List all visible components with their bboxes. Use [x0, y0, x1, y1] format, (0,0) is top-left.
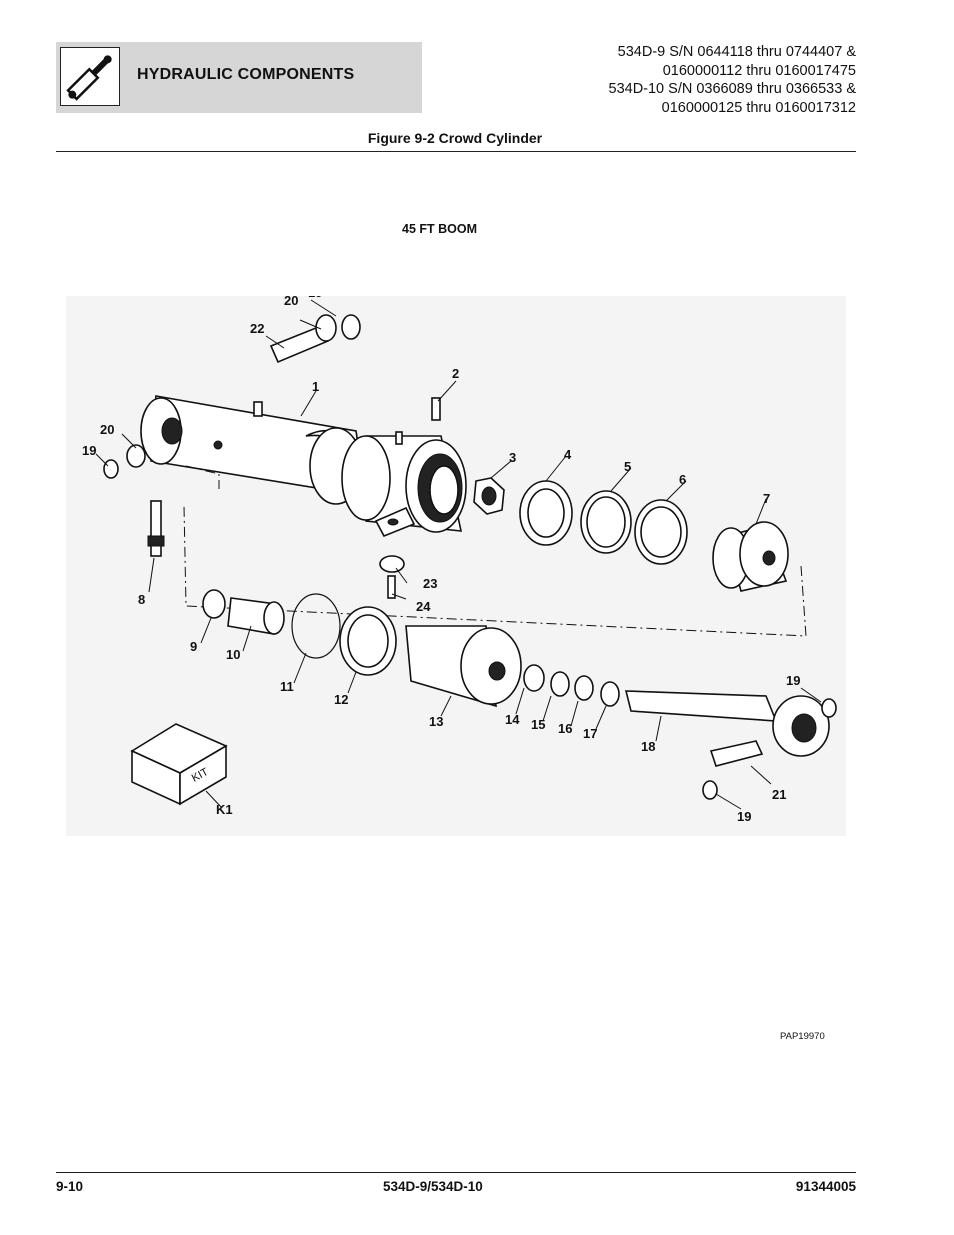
hydraulic-cylinder-icon: [60, 47, 120, 106]
footer-divider: [56, 1172, 856, 1173]
callout-17: 17: [583, 726, 597, 741]
callout-4: 4: [564, 447, 572, 462]
callout-19-top: 19: [308, 296, 322, 300]
callout-5: 5: [624, 459, 631, 474]
callout-7: 7: [763, 491, 770, 506]
serial-line: 0160000112 thru 0160017475: [662, 62, 856, 79]
callout-1: 1: [312, 379, 319, 394]
piston-part: [712, 521, 789, 592]
kit-box-part: KIT: [130, 723, 228, 806]
crowd-cylinder-exploded-diagram: KIT 19 20 22 1 2 20 19 3 4 5 6 7 8 23 24…: [66, 296, 846, 836]
callout-13: 13: [429, 714, 443, 729]
callout-21: 21: [772, 787, 786, 802]
callout-2: 2: [452, 366, 459, 381]
page-number: 9-10: [56, 1179, 84, 1194]
callout-19-right: 19: [786, 673, 800, 688]
document-number: 91344005: [795, 1179, 856, 1194]
callout-8: 8: [138, 592, 145, 607]
callout-12: 12: [334, 692, 348, 707]
callout-19-left: 19: [82, 443, 96, 458]
model-number: 534D-9/534D-10: [383, 1179, 483, 1194]
callout-22: 22: [250, 321, 264, 336]
serial-number-block: 534D-9 S/N 0644118 thru 0744407 & 016000…: [609, 43, 857, 117]
callout-6: 6: [679, 472, 686, 487]
callout-14: 14: [505, 712, 520, 727]
callout-19-bottom: 19: [737, 809, 751, 824]
serial-line: 0160000125 thru 0160017312: [661, 99, 856, 116]
callout-9: 9: [190, 639, 197, 654]
callout-10: 10: [226, 647, 240, 662]
figure-subtitle: 45 FT BOOM: [402, 222, 478, 236]
callout-15: 15: [531, 717, 545, 732]
serial-line: 534D-10 S/N 0366089 thru 0366533 &: [608, 81, 857, 97]
cylinder-head-part: [341, 397, 467, 538]
callout-3: 3: [509, 450, 516, 465]
header-divider: [56, 151, 856, 152]
callout-11: 11: [280, 679, 294, 694]
callout-20-top: 20: [284, 296, 298, 308]
section-title: HYDRAULIC COMPONENTS: [137, 66, 355, 83]
callout-20-left: 20: [100, 422, 114, 437]
callout-24: 24: [416, 599, 431, 614]
figure-reference-code: PAP19970: [780, 1031, 825, 1042]
callout-23: 23: [423, 576, 437, 591]
figure-title: Figure 9-2 Crowd Cylinder: [367, 130, 543, 146]
callout-16: 16: [558, 721, 572, 736]
callout-18: 18: [641, 739, 655, 754]
callout-k1: K1: [216, 802, 233, 817]
serial-line: 534D-9 S/N 0644118 thru 0744407 &: [617, 44, 856, 60]
